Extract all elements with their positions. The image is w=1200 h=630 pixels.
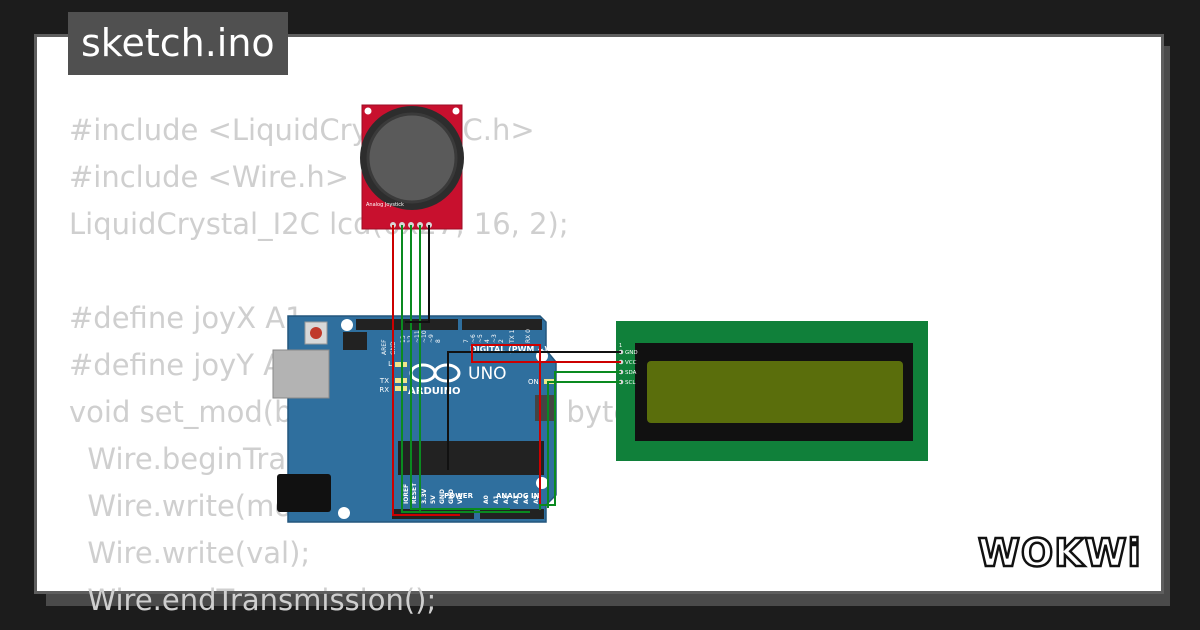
pin-label: RESET bbox=[411, 482, 418, 504]
wokwi-logo: WOKWi bbox=[977, 530, 1142, 577]
pin-label: 13 bbox=[400, 335, 407, 343]
mounting-hole bbox=[536, 477, 548, 489]
icsp2-header bbox=[535, 395, 555, 421]
pin-label: A1 bbox=[493, 495, 500, 504]
lcd-pin-index: 1 bbox=[619, 343, 622, 349]
label-led-l: L bbox=[388, 360, 392, 368]
wire-red bbox=[471, 344, 621, 510]
code-line: #define joyY A2 bbox=[69, 348, 302, 382]
label-led-tx: TX bbox=[379, 377, 389, 385]
power-jack bbox=[277, 474, 331, 512]
sketch-filename-title: sketch.ino bbox=[68, 12, 288, 75]
label-power: POWER bbox=[444, 492, 474, 500]
usb-connector bbox=[272, 349, 330, 399]
lcd-pin-label: SDA bbox=[625, 370, 637, 376]
mounting-hole bbox=[341, 319, 353, 331]
lcd-pin-label: VCC bbox=[625, 360, 637, 366]
pin-label: ~9 bbox=[428, 334, 435, 343]
wire-green bbox=[419, 225, 530, 513]
analog-joystick[interactable]: Analog Joystick bbox=[360, 104, 464, 230]
mounting-hole bbox=[364, 107, 372, 115]
reset-button[interactable] bbox=[310, 327, 322, 339]
arduino-uno-board[interactable]: L TX RX ON DIGITAL (PWM ~) POWER ANALOG … bbox=[272, 315, 557, 523]
wire-green bbox=[539, 371, 621, 510]
pin-label: IOREF bbox=[403, 484, 410, 504]
label-model: UNO bbox=[468, 364, 507, 384]
label-led-rx: RX bbox=[379, 386, 389, 394]
wokwi-logo-text: WOKWi bbox=[978, 531, 1142, 575]
lcd-pin-label: SCL bbox=[625, 380, 636, 386]
label-aref: AREF bbox=[381, 339, 388, 355]
wires bbox=[392, 225, 621, 516]
pin-label: 7 bbox=[463, 339, 470, 343]
analog-pin-labels: A0 A1 A2 A3 A4 A5 bbox=[483, 495, 540, 504]
wire-green bbox=[547, 381, 621, 508]
mounting-hole bbox=[338, 507, 350, 519]
wire-black bbox=[405, 225, 430, 323]
label-analog: ANALOG IN bbox=[496, 492, 540, 500]
code-line: #include <Wire.h> bbox=[69, 160, 350, 194]
joystick-knob[interactable] bbox=[366, 112, 458, 204]
icsp-header bbox=[343, 332, 367, 350]
mounting-hole bbox=[452, 107, 460, 115]
pin-label: A4 bbox=[523, 495, 530, 504]
pin-label: GND bbox=[439, 489, 446, 504]
pin-label: Vin bbox=[457, 493, 464, 504]
pin-label: ~5 bbox=[477, 334, 484, 343]
pin-label: RX 0 bbox=[525, 329, 532, 343]
digital-header-left bbox=[356, 319, 458, 330]
wire-green bbox=[410, 225, 510, 510]
pin-label: 3.3V bbox=[421, 488, 428, 504]
code-line: Wire.write(val); bbox=[69, 536, 311, 570]
pin-label: TX 1 bbox=[509, 329, 516, 344]
atmega-chip bbox=[398, 441, 544, 475]
pin-label: ~10 bbox=[421, 330, 428, 343]
pin-label: 2 bbox=[498, 339, 505, 343]
lcd-1602-i2c[interactable]: 1 GND VCC SDA SCL bbox=[616, 321, 928, 461]
code-line: #define joyX A1 bbox=[69, 301, 304, 335]
pin-label: A5 bbox=[533, 495, 540, 504]
pin-label: A2 bbox=[503, 495, 510, 504]
code-line: Wire.endTransmission(); bbox=[69, 583, 437, 617]
wire-black bbox=[447, 351, 621, 470]
pin-label: 8 bbox=[435, 339, 442, 343]
power-pin-labels: IOREF RESET 3.3V 5V GND GND Vin bbox=[403, 482, 464, 504]
pin-label: 4 bbox=[484, 339, 491, 343]
digital-header-right bbox=[462, 319, 542, 330]
pin-label: ~3 bbox=[491, 334, 498, 343]
preview-card: #include <LiquidCrystal_I2C.h> #include … bbox=[34, 34, 1164, 617]
lcd-pin-label: GND bbox=[625, 350, 638, 356]
pin-label: ~6 bbox=[470, 334, 477, 343]
pin-label: ~11 bbox=[414, 330, 421, 343]
label-brand: ARDUINO bbox=[408, 386, 460, 397]
label-led-on: ON bbox=[528, 378, 539, 386]
pin-label: A0 bbox=[483, 495, 490, 504]
label-digital: DIGITAL (PWM ~) bbox=[470, 345, 548, 354]
analog-header bbox=[480, 509, 544, 519]
joystick-label: Analog Joystick bbox=[366, 202, 404, 208]
lcd-screen bbox=[647, 361, 903, 423]
pin-label: 5V bbox=[430, 495, 437, 504]
pin-label: A3 bbox=[513, 495, 520, 504]
pin-label: GND bbox=[448, 489, 455, 504]
wire-red bbox=[392, 225, 460, 516]
